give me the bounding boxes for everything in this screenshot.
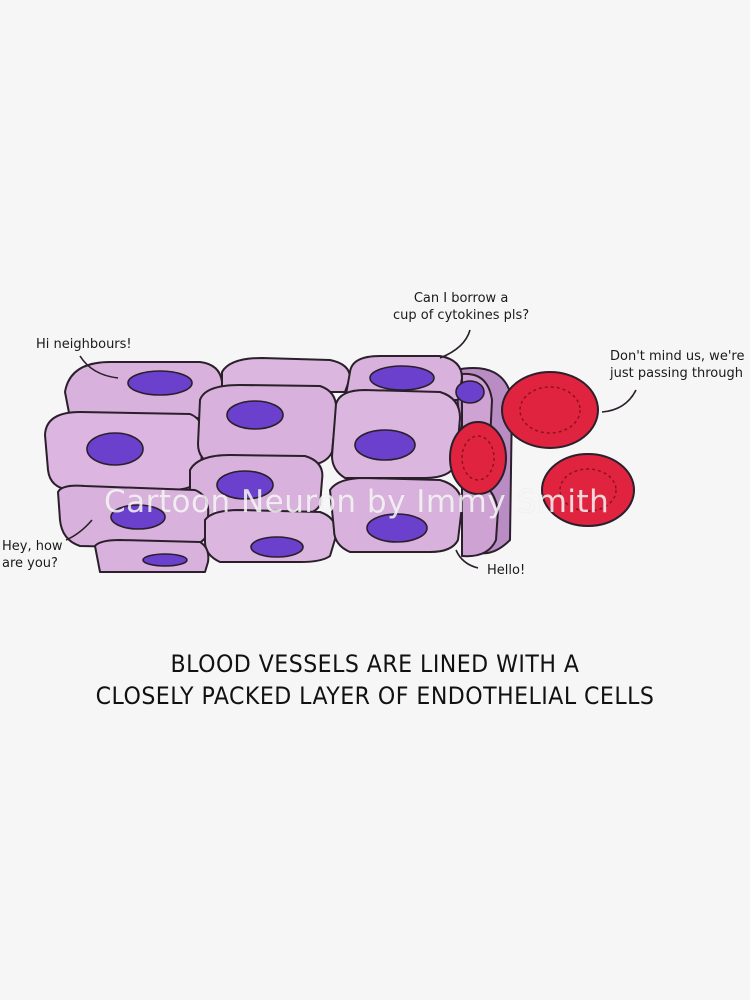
nucleus	[142, 553, 188, 567]
red-blood-cell-dimple	[519, 386, 581, 434]
speech-pointer	[65, 519, 93, 541]
nucleus	[110, 504, 166, 530]
speech-line: Hey, how	[2, 539, 63, 554]
speech-pointer	[601, 389, 637, 413]
speech-line: cup of cytokines pls?	[393, 308, 530, 323]
nucleus	[86, 432, 144, 466]
nucleus	[127, 370, 193, 396]
caption-line-2: CLOSELY PACKED LAYER OF ENDOTHELIAL CELL…	[95, 682, 655, 710]
nucleus	[369, 365, 435, 391]
speech-line: Hi neighbours!	[36, 337, 132, 352]
nucleus	[226, 400, 284, 430]
speech-passing-through: Don't mind us, we're just passing throug…	[610, 348, 744, 382]
nucleus	[366, 513, 428, 543]
nucleus	[354, 429, 416, 461]
speech-hi-neighbours: Hi neighbours!	[36, 336, 132, 353]
caption-line-1: BLOOD VESSELS ARE LINED WITH A	[170, 650, 580, 678]
nucleus	[455, 380, 485, 404]
speech-hello: Hello!	[487, 562, 525, 579]
red-blood-cell-dimple	[461, 435, 495, 481]
nucleus	[216, 470, 274, 500]
speech-pointer	[79, 355, 119, 379]
red-blood-cell-dimple	[559, 468, 617, 512]
speech-line: just passing through	[610, 366, 743, 381]
red-blood-cell	[501, 371, 599, 449]
nucleus	[250, 536, 304, 558]
speech-pointer	[455, 549, 479, 569]
speech-pointer	[439, 329, 471, 359]
red-blood-cell	[449, 421, 507, 495]
speech-cytokines: Can I borrow a cup of cytokines pls?	[393, 290, 529, 324]
speech-how-are-you: Hey, how are you?	[2, 538, 63, 572]
red-blood-cell	[541, 453, 635, 527]
watermark-text: Cartoon Neuron by Immy Smith	[104, 484, 610, 520]
speech-line: are you?	[2, 556, 58, 571]
speech-line: Don't mind us, we're	[610, 349, 745, 364]
speech-line: Can I borrow a	[413, 291, 509, 306]
speech-line: Hello!	[487, 563, 526, 578]
